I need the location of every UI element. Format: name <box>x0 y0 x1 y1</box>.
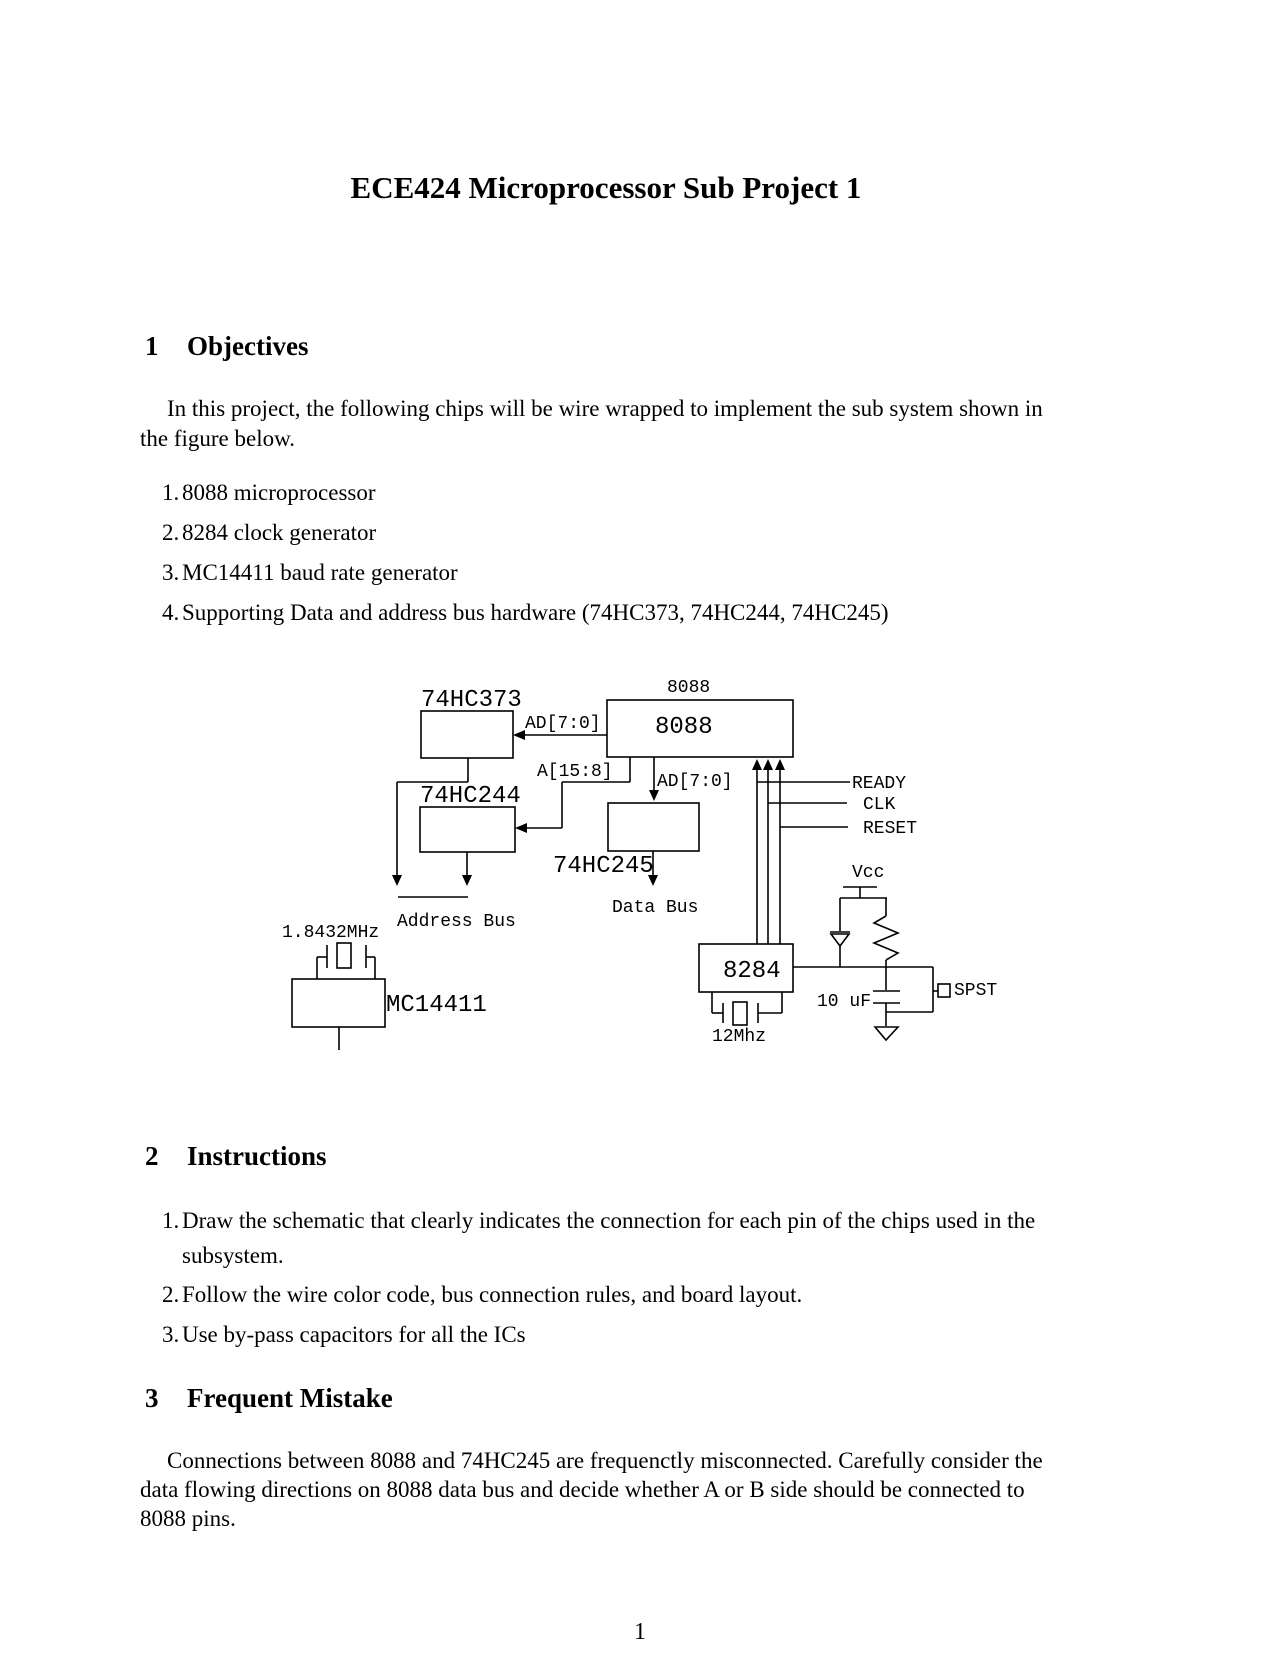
section-number: 2 <box>145 1141 159 1171</box>
diode-icon <box>829 933 851 948</box>
signal-label-address-bus: Address Bus <box>397 912 516 932</box>
signal-label-spst: SPST <box>954 981 997 1001</box>
list-item: 2. Follow the wire color code, bus conne… <box>140 1280 1080 1310</box>
section-heading-instructions: 2 Instructions <box>0 1143 1280 1173</box>
list-item-number: 1. <box>162 1208 180 1233</box>
objectives-intro: In this project, the following chips wil… <box>140 394 1080 454</box>
page-title: ECE424 Microprocessor Sub Project 1 <box>350 170 862 205</box>
chip-label-74hc244: 74HC244 <box>420 783 521 810</box>
frequent-mistake-paragraph: Connections between 8088 and 74HC245 are… <box>140 1446 1080 1533</box>
list-item-text: Supporting Data and address bus hardware… <box>182 600 889 625</box>
paragraph-line: In this project, the following chips wil… <box>167 396 1043 421</box>
section-title: Objectives <box>187 331 309 361</box>
signal-label-xtal-clk: 12Mhz <box>712 1027 766 1047</box>
diagram-wires <box>316 730 951 1050</box>
signal-label-vcc: Vcc <box>852 863 884 883</box>
chip-label-mc14411: MC14411 <box>386 992 487 1019</box>
paragraph-line: Connections between 8088 and 74HC245 are… <box>167 1448 1043 1473</box>
signal-label-ready: READY <box>852 774 906 794</box>
section-title: Instructions <box>187 1141 327 1171</box>
signal-label-cap-value: 10 uF <box>817 992 871 1012</box>
chip-label-8088: 8088 <box>655 714 713 741</box>
signal-label-ad70-a: AD[7:0] <box>525 714 601 734</box>
chip-label-74hc245: 74HC245 <box>553 853 654 880</box>
list-item: 3. Use by-pass capacitors for all the IC… <box>140 1320 1080 1350</box>
signal-label-clk: CLK <box>863 795 896 815</box>
list-item-number: 1. <box>162 480 180 505</box>
crystal-12mhz-icon <box>711 992 783 1026</box>
paragraph-line: 8088 pins. <box>140 1506 236 1531</box>
list-item-text: Follow the wire color code, bus connecti… <box>182 1282 803 1307</box>
resistor-icon <box>871 915 901 961</box>
list-item: 1. 8088 microprocessor <box>140 478 1080 508</box>
signal-label-xtal-baud: 1.8432MHz <box>282 923 379 943</box>
list-item: 3. MC14411 baud rate generator <box>140 558 1080 588</box>
chip-label-74hc373: 74HC373 <box>421 687 522 714</box>
list-item-text: 8284 clock generator <box>182 520 377 545</box>
paragraph-line: the figure below. <box>140 426 295 451</box>
signal-label-data-bus: Data Bus <box>612 898 698 918</box>
chip-label-8284: 8284 <box>723 958 781 985</box>
list-item-text: 8088 microprocessor <box>182 480 376 505</box>
ground-icon <box>873 1026 900 1042</box>
chip-label-8088-small: 8088 <box>667 678 710 698</box>
list-item-number: 3. <box>162 1322 180 1347</box>
list-item-text: MC14411 baud rate generator <box>182 560 458 585</box>
chip-box-mc14411 <box>291 978 386 1028</box>
list-item-number: 2. <box>162 520 180 545</box>
chip-box-8284 <box>698 943 794 993</box>
chip-box-74hc244 <box>419 806 516 853</box>
list-item: 2. 8284 clock generator <box>140 518 1080 548</box>
section-heading-objectives: 1 Objectives <box>0 333 1280 363</box>
chip-box-8088 <box>606 699 794 758</box>
paragraph-line: data flowing directions on 8088 data bus… <box>140 1477 1025 1502</box>
list-item-number: 3. <box>162 560 180 585</box>
list-item: 4. Supporting Data and address bus hardw… <box>140 598 1080 628</box>
crystal-baud-icon <box>316 942 376 979</box>
list-item: 1. Draw the schematic that clearly indic… <box>140 1203 1080 1273</box>
signal-label-reset: RESET <box>863 819 917 839</box>
signal-label-ad70-b: AD[7:0] <box>657 772 733 792</box>
section-heading-frequent-mistake: 3 Frequent Mistake <box>0 1385 1280 1415</box>
signal-label-a158: A[15:8] <box>537 762 613 782</box>
list-item-text: Use by-pass capacitors for all the ICs <box>182 1322 526 1347</box>
chip-box-74hc245 <box>607 802 700 852</box>
list-item-line: subsystem. <box>182 1243 284 1268</box>
list-item-number: 2. <box>162 1282 180 1307</box>
section-number: 3 <box>145 1383 159 1413</box>
list-item-number: 4. <box>162 600 180 625</box>
section-number: 1 <box>145 331 159 361</box>
chip-box-74hc373 <box>420 710 514 759</box>
list-item-line: Draw the schematic that clearly indicate… <box>182 1208 1036 1233</box>
page-number: 1 <box>634 1619 646 1645</box>
spst-switch-icon <box>937 983 951 998</box>
schematic-diagram: 74HC373 8088 8088 74HC244 74HC245 8284 M… <box>282 678 997 1050</box>
section-title: Frequent Mistake <box>187 1383 393 1413</box>
